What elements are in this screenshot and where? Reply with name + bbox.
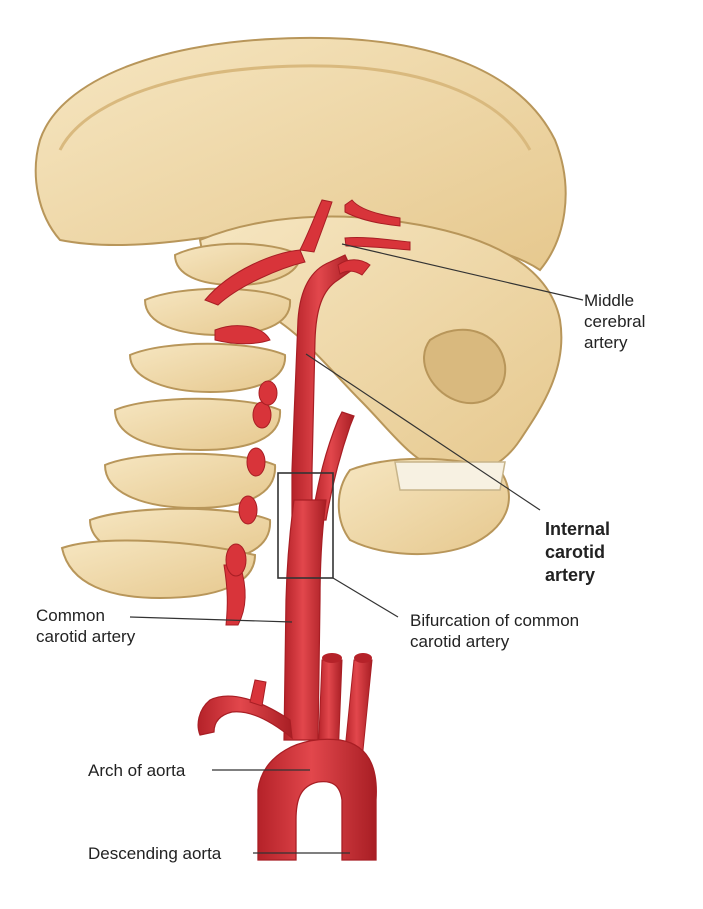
label-line: Common — [36, 606, 105, 625]
label-arch-of-aorta: Arch of aorta — [88, 761, 186, 780]
cervical-vertebra-4 — [113, 397, 282, 452]
orbit — [423, 328, 507, 405]
label-internal-carotid-artery: Internal carotid artery — [545, 518, 610, 587]
cervical-vertebra-5 — [103, 452, 277, 510]
leader-lines — [129, 243, 584, 854]
label-line: carotid — [545, 542, 606, 562]
label-descending-aorta: Descending aorta — [88, 844, 222, 863]
label-line: artery — [584, 333, 628, 352]
skull-inner-rim — [58, 64, 532, 151]
common-carotid-artery — [283, 499, 327, 741]
label-line: carotid artery — [410, 632, 510, 651]
right-subclavian-artery — [197, 695, 293, 740]
label-line: cerebral — [584, 312, 646, 331]
label-common-carotid-artery: Common carotid artery — [36, 605, 135, 647]
cerebral-branches — [299, 199, 411, 276]
skull-base — [198, 215, 563, 475]
vertebral-artery — [204, 249, 306, 626]
cervical-vertebra-2 — [143, 287, 292, 337]
skull-cap — [34, 36, 567, 272]
label-middle-cerebral-artery: Middle cerebral artery — [584, 290, 645, 353]
left-common-carotid-lumen — [322, 653, 342, 663]
label-bifurcation-common-carotid: Bifurcation of common carotid artery — [410, 610, 579, 652]
external-carotid-artery — [311, 411, 355, 521]
cervical-vertebra-3 — [128, 342, 287, 394]
label-line: artery — [545, 565, 596, 585]
label-line: carotid artery — [36, 627, 136, 646]
label-line: Internal — [545, 519, 611, 539]
label-line: Middle — [584, 291, 635, 310]
aortic-arch — [257, 738, 377, 861]
bifurcation-highlight-box — [277, 472, 334, 579]
left-subclavian-lumen — [354, 653, 372, 663]
label-line: Bifurcation of common — [410, 611, 580, 630]
subclavian-small-branch — [249, 679, 267, 707]
